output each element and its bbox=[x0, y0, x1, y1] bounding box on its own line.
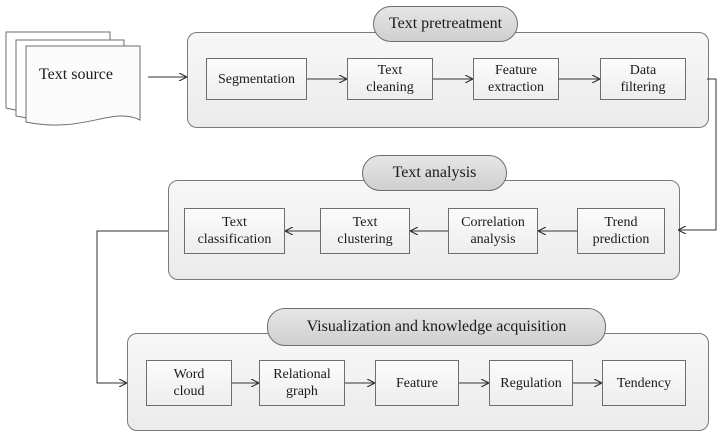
step-tendency: Tendency bbox=[602, 360, 686, 406]
step-feature-extraction: Feature extraction bbox=[473, 58, 559, 100]
step-segmentation: Segmentation bbox=[206, 58, 307, 100]
stage-pretreatment-title: Text pretreatment bbox=[373, 6, 518, 42]
step-regulation: Regulation bbox=[489, 360, 573, 406]
step-relational-graph: Relational graph bbox=[259, 360, 345, 406]
document-stack-icon bbox=[5, 31, 141, 126]
stage-visualization-title: Visualization and knowledge acquisition bbox=[267, 308, 606, 346]
step-word-cloud: Word cloud bbox=[146, 360, 232, 406]
text-source-label: Text source bbox=[39, 66, 113, 83]
step-text-cleaning: Text cleaning bbox=[347, 58, 433, 100]
step-trend-prediction: Trend prediction bbox=[577, 208, 665, 254]
arrow-pretreatment-to-analysis bbox=[679, 78, 717, 230]
step-correlation-analysis: Correlation analysis bbox=[448, 208, 538, 254]
stage-analysis-title: Text analysis bbox=[362, 155, 507, 191]
step-text-clustering: Text clustering bbox=[320, 208, 410, 254]
arrow-analysis-to-visualization bbox=[96, 230, 168, 383]
step-data-filtering: Data filtering bbox=[600, 58, 686, 100]
step-text-classification: Text classification bbox=[184, 208, 285, 254]
step-feature: Feature bbox=[375, 360, 459, 406]
